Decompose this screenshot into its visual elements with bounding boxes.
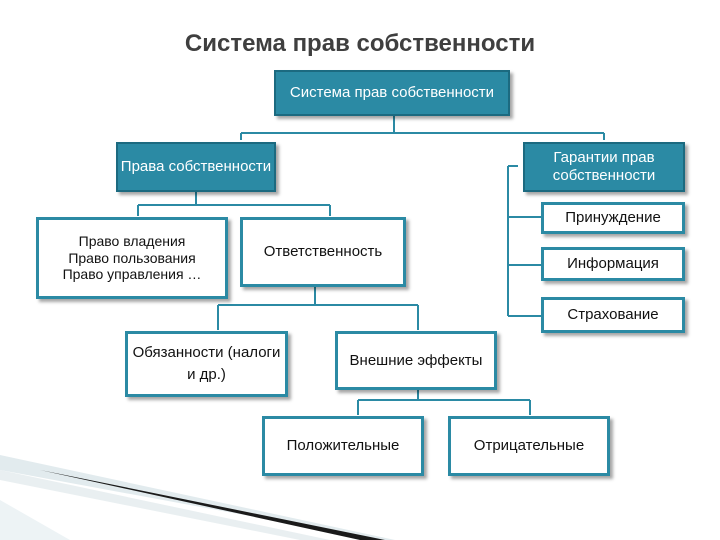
node-information-label: Информация <box>567 255 659 272</box>
node-rights: Права собственности <box>116 142 276 192</box>
node-rights-list: Право владения Право пользования Право у… <box>36 217 228 299</box>
node-guarantees: Гарантии прав собственности <box>523 142 685 192</box>
node-root-label: Система прав собственности <box>289 84 495 101</box>
node-root: Система прав собственности <box>274 70 510 116</box>
node-guarantees-label: Гарантии прав собственности <box>552 149 656 184</box>
node-coercion: Принуждение <box>541 202 685 234</box>
node-rights-label: Права собственности <box>120 158 272 175</box>
node-positive: Положительные <box>262 416 424 476</box>
right-management: Право управления … <box>62 266 202 283</box>
node-coercion-label: Принуждение <box>565 209 661 226</box>
node-obligations: Обязанности (налоги и др.) <box>125 331 288 397</box>
node-externalities-label: Внешние эффекты <box>349 352 483 369</box>
node-insurance: Страхование <box>541 297 685 333</box>
page-title: Система прав собственности <box>184 30 536 57</box>
node-positive-label: Положительные <box>286 437 400 454</box>
right-ownership: Право владения <box>78 232 186 249</box>
node-negative: Отрицательные <box>448 416 610 476</box>
node-insurance-label: Страхование <box>567 306 659 323</box>
node-responsibility-label: Ответственность <box>263 243 383 260</box>
right-use: Право пользования <box>68 249 196 266</box>
node-information: Информация <box>541 247 685 281</box>
node-externalities: Внешние эффекты <box>335 331 497 390</box>
node-negative-label: Отрицательные <box>473 437 585 454</box>
node-obligations-label: Обязанности (налоги и др.) <box>132 343 281 384</box>
node-responsibility: Ответственность <box>240 217 406 287</box>
